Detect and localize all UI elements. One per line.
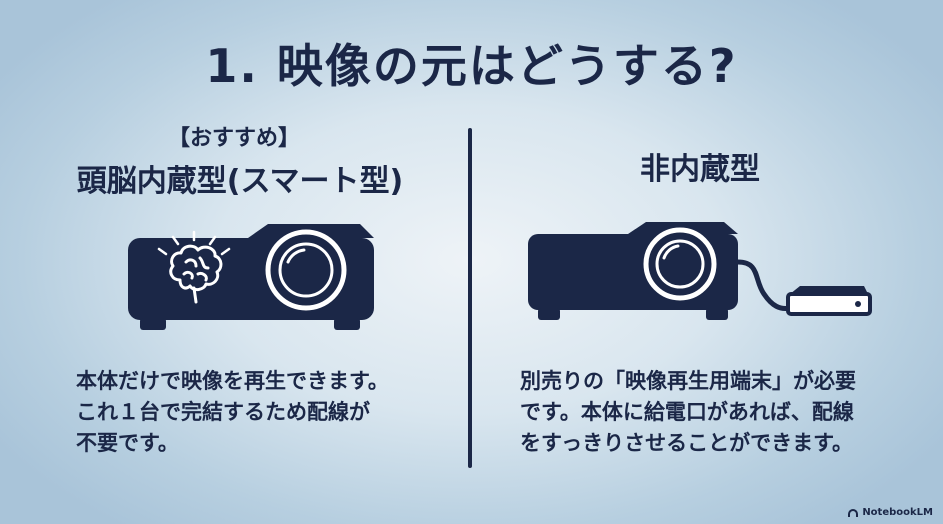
left-description: 本体だけで映像を再生できます。 これ１台で完結するため配線が 不要です。 — [76, 369, 389, 455]
left-heading: 頭脳内蔵型(スマート型) — [76, 164, 404, 199]
recommended-badge: 【おすすめ】 — [167, 126, 300, 151]
smart-projector-with-brain-icon — [128, 224, 374, 330]
center-divider — [468, 128, 472, 468]
notebooklm-logo-icon — [848, 508, 859, 517]
right-heading: 非内蔵型 — [640, 152, 760, 187]
slide-title: 1. 映像の元はどうする? — [205, 39, 738, 93]
credit-text: NotebookLM — [862, 507, 933, 518]
cable-icon — [735, 259, 793, 311]
external-device-projector-illustration — [528, 218, 878, 342]
media-player-box-icon — [786, 286, 872, 316]
projector-with-external-device-icon — [528, 222, 872, 320]
brain-icon — [169, 244, 223, 304]
right-description: 別売りの「映像再生用端末」が必要 です。本体に給電口があれば、配線 をすっきりさ… — [520, 369, 856, 455]
smart-projector-illustration — [128, 218, 378, 342]
notebooklm-credit: NotebookLM — [848, 507, 933, 518]
